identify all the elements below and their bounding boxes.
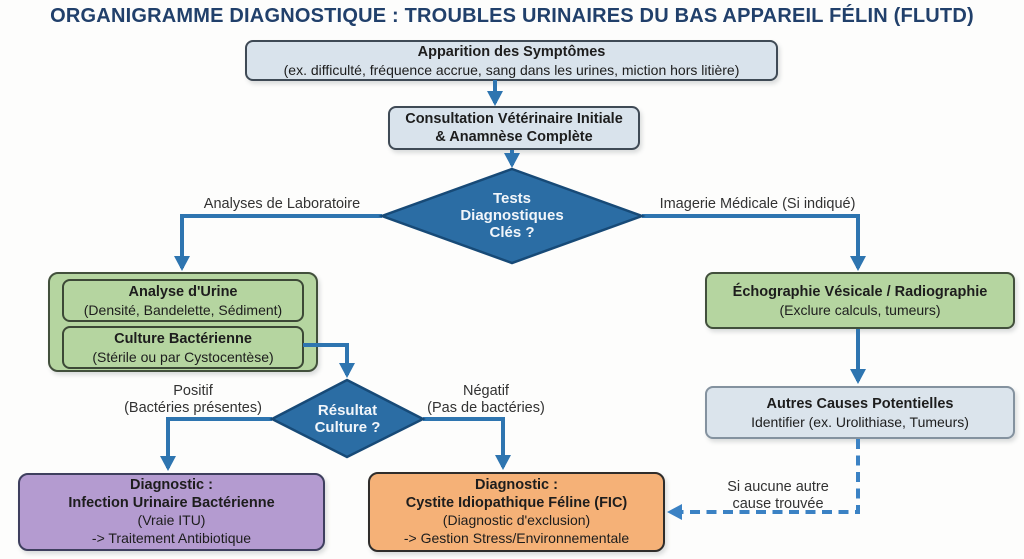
node-diagnosis-bacterial-line1: Diagnostic : <box>130 477 213 493</box>
node-symptoms-title: Apparition des Symptômes <box>417 43 606 60</box>
node-bacterial-culture: Culture Bactérienne (Stérile ou par Cyst… <box>62 326 304 369</box>
decision-tests-label: Tests Diagnostiques Clés ? <box>427 190 597 241</box>
decision-culture-line2: Culture ? <box>314 419 381 436</box>
node-diagnosis-fic: Diagnostic : Cystite Idiopathique Féline… <box>368 472 665 552</box>
edge-label-fallback-line1: Si aucune autre <box>727 479 829 495</box>
node-imaging: Échographie Vésicale / Radiographie (Exc… <box>705 272 1015 329</box>
decision-culture-label: Résultat Culture ? <box>282 402 413 436</box>
node-other-causes-subtitle: Identifier (ex. Urolithiase, Tumeurs) <box>751 413 969 430</box>
arrow-tests-to-lab <box>174 214 382 271</box>
node-urine-analysis-subtitle: (Densité, Bandelette, Sédiment) <box>83 301 283 318</box>
node-consultation-line2: & Anamnèse Complète <box>435 129 593 145</box>
node-diagnosis-fic-line3: (Diagnostic d'exclusion) <box>442 512 591 528</box>
node-symptoms: Apparition des Symptômes (ex. difficulté… <box>245 40 778 81</box>
node-diagnosis-bacterial: Diagnostic : Infection Urinaire Bactérie… <box>18 473 325 551</box>
edge-label-positive: Positif (Bactéries présentes) <box>108 383 278 417</box>
page-title: ORGANIGRAMME DIAGNOSTIQUE : TROUBLES URI… <box>50 5 974 27</box>
node-urine-analysis: Analyse d'Urine (Densité, Bandelette, Sé… <box>62 279 304 322</box>
edge-label-negative-line1: Négatif <box>463 383 509 399</box>
node-imaging-subtitle: (Exclure calculs, tumeurs) <box>779 301 941 318</box>
edge-label-lab: Analyses de Laboratoire <box>203 196 361 212</box>
node-diagnosis-bacterial-line2: Infection Urinaire Bactérienne <box>68 494 275 511</box>
node-diagnosis-fic-line4: -> Gestion Stress/Environnementale <box>403 529 630 546</box>
edge-label-positive-line1: Positif <box>173 383 213 399</box>
node-other-causes: Autres Causes Potentielles Identifier (e… <box>705 386 1015 439</box>
decision-tests-line2: Diagnostiques <box>460 207 564 224</box>
edge-label-imaging: Imagerie Médicale (Si indiqué) <box>659 196 856 212</box>
decision-culture-line1: Résultat <box>317 402 378 419</box>
node-imaging-title: Échographie Vésicale / Radiographie <box>732 283 988 300</box>
node-diagnosis-fic-line1: Diagnostic : <box>475 477 558 493</box>
arrow-result-negative <box>423 417 511 470</box>
node-diagnosis-bacterial-line4: -> Traitement Antibiotique <box>91 529 252 546</box>
decision-tests-line3: Clés ? <box>489 224 535 241</box>
edge-label-positive-line2: (Bactéries présentes) <box>124 400 262 416</box>
edge-label-fallback-line2: cause trouvée <box>732 496 824 512</box>
edge-label-negative-line2: (Pas de bactéries) <box>427 400 545 416</box>
node-bacterial-culture-subtitle: (Stérile ou par Cystocentèse) <box>92 348 274 365</box>
arrow-tests-to-imaging <box>642 214 866 271</box>
decision-tests-line1: Tests <box>492 190 532 207</box>
node-symptoms-subtitle: (ex. difficulté, fréquence accrue, sang … <box>283 61 740 78</box>
edge-label-negative: Négatif (Pas de bactéries) <box>400 383 572 417</box>
node-bacterial-culture-title: Culture Bactérienne <box>114 330 252 347</box>
node-consultation: Consultation Vétérinaire Initiale & Anam… <box>388 106 640 150</box>
node-consultation-line1: Consultation Vétérinaire Initiale <box>405 111 623 127</box>
edge-label-fallback: Si aucune autre cause trouvée <box>700 479 856 513</box>
node-urine-analysis-title: Analyse d'Urine <box>128 283 238 300</box>
node-diagnosis-fic-line2: Cystite Idiopathique Féline (FIC) <box>405 494 628 511</box>
arrow-result-positive <box>160 417 272 471</box>
node-other-causes-title: Autres Causes Potentielles <box>766 395 954 412</box>
node-diagnosis-bacterial-line3: (Vraie ITU) <box>137 512 206 528</box>
